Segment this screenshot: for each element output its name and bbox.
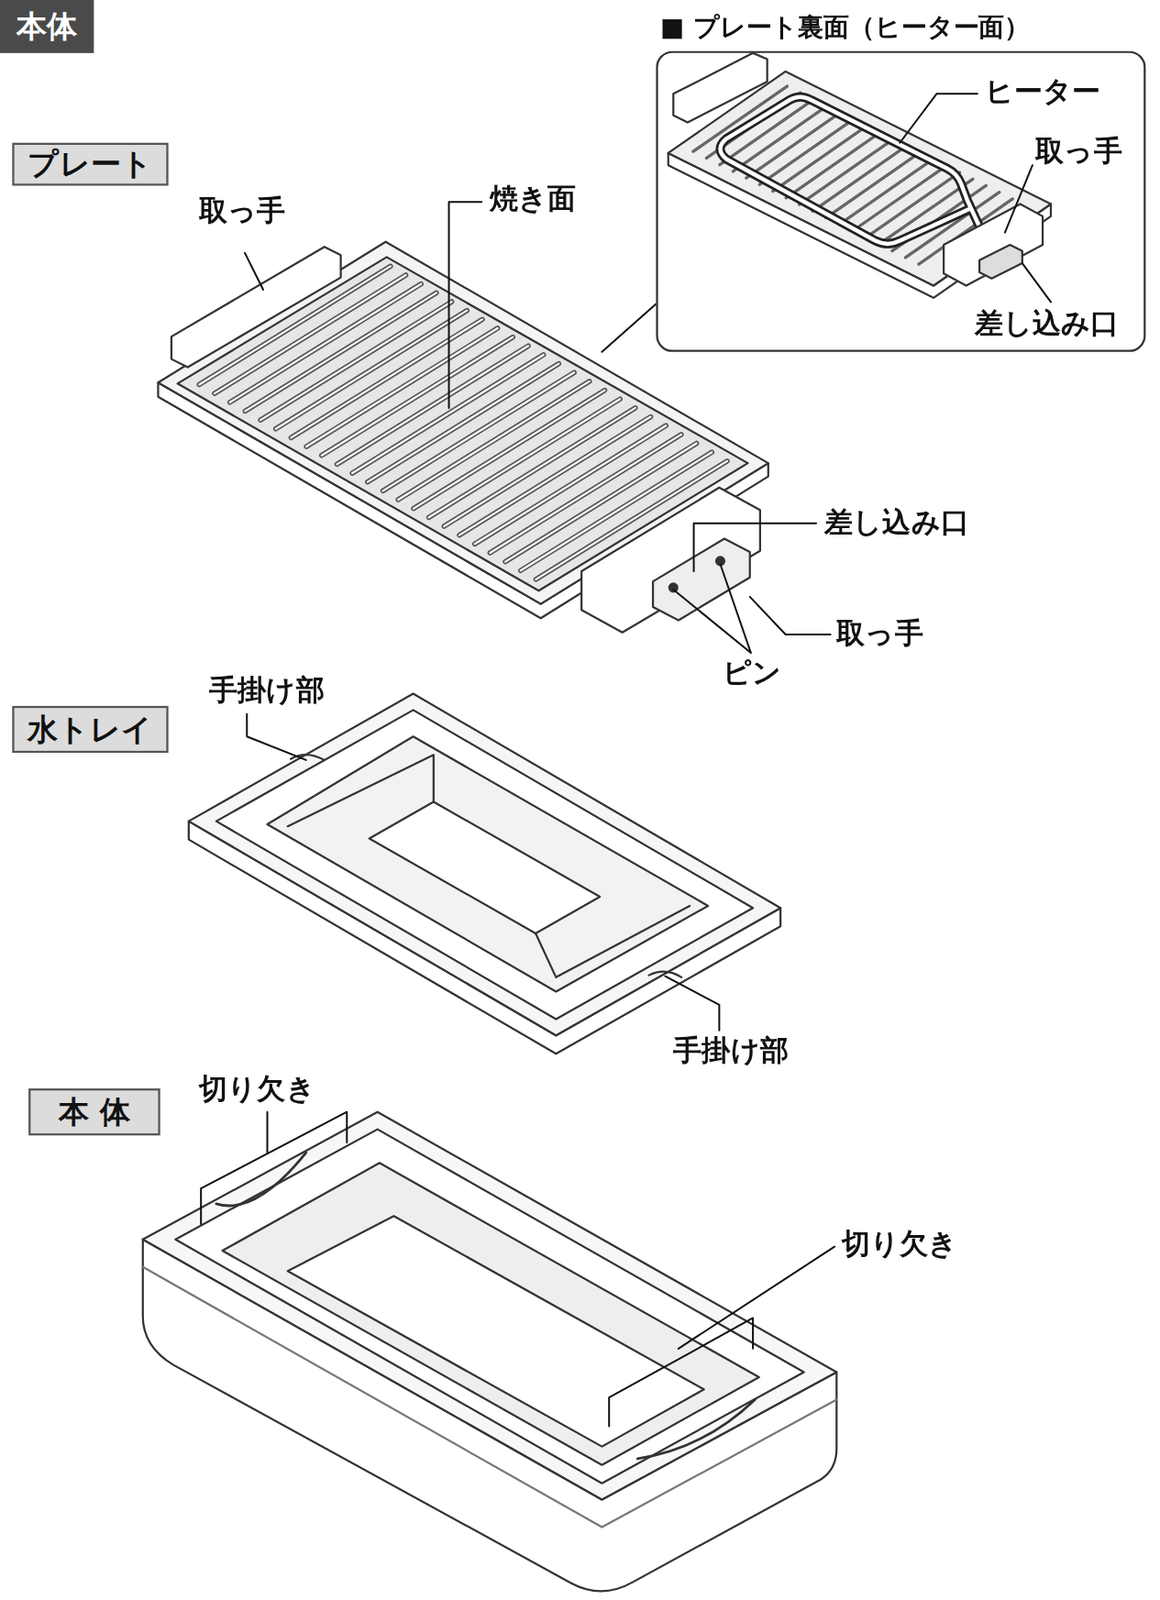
plate-left-handle: [171, 246, 342, 367]
leader-line: [664, 976, 719, 1031]
part-label: 取っ手: [198, 196, 287, 228]
leader-line: [694, 523, 818, 572]
part-label: ヒーター: [984, 76, 1102, 108]
notch-bracket: [608, 1247, 835, 1427]
part-label: 切り欠き: [198, 1074, 316, 1106]
leader-lines: [200, 93, 1051, 1426]
section-name: 本 体: [58, 1091, 131, 1134]
body-opening: [222, 1162, 760, 1465]
page-title: 本体: [0, 0, 94, 54]
leader-line: [673, 563, 752, 653]
leader-line: [750, 596, 831, 635]
leader-line: [899, 93, 978, 143]
inset-socket: [979, 244, 1023, 279]
part-label: 切り欠き: [841, 1229, 959, 1261]
part-label: 取っ手: [1035, 135, 1123, 167]
tray-inner: [216, 709, 753, 1019]
tray-ridges: [287, 754, 690, 978]
tray-floor: [266, 736, 708, 992]
leader-line: [449, 201, 483, 409]
part-label: 差し込み口: [824, 507, 970, 539]
leader-line: [246, 714, 307, 761]
section-tag: 水トレイ: [11, 706, 168, 753]
leader-line: [244, 253, 264, 290]
part-label: 手掛け部: [673, 1035, 789, 1067]
notch-bracket: [200, 1112, 347, 1225]
tray-rim: [188, 694, 781, 1037]
section-name: 水トレイ: [27, 708, 154, 752]
part-label: 取っ手: [836, 618, 924, 650]
leader-line: [1022, 263, 1051, 302]
leader-line: [601, 304, 656, 353]
plate-right-handle: [581, 487, 761, 633]
tray-center: [369, 801, 600, 934]
inset-right-handle: [943, 204, 1043, 287]
inset-left-handle: [673, 53, 767, 123]
body-inner-rim: [175, 1129, 804, 1484]
part-label: ピン: [722, 658, 783, 690]
body-notch: [216, 1152, 307, 1206]
body-rim: [143, 1112, 838, 1501]
heater: [719, 97, 980, 244]
section-tag: プレート: [11, 143, 168, 187]
body-floor: [287, 1215, 705, 1447]
body-notch: [637, 1399, 755, 1459]
section-tag: 本 体: [28, 1088, 161, 1136]
section-name: プレート: [27, 143, 154, 186]
heater-core: [719, 97, 980, 244]
panel-heading: ■ プレート裏面（ヒーター面）: [660, 10, 1030, 45]
part-label: 焼き面: [489, 183, 577, 215]
part-label: 手掛け部: [209, 675, 325, 708]
leader-line: [1005, 165, 1033, 232]
part-label: 差し込み口: [974, 308, 1120, 340]
